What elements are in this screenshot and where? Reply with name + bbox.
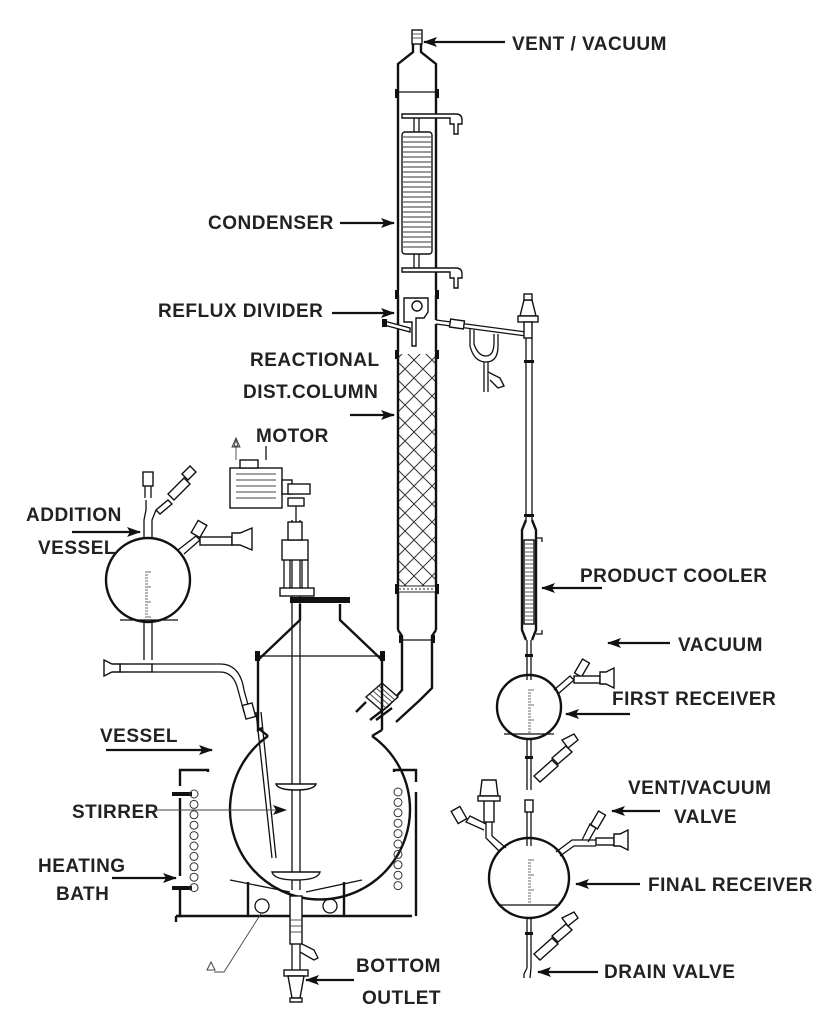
label-text-addition-vessel: VESSEL xyxy=(38,538,116,559)
column-assembly xyxy=(355,29,463,723)
label-vacuum: VACUUM xyxy=(607,635,763,656)
packed-column xyxy=(395,354,439,630)
label-motor: MOTOR xyxy=(256,426,329,447)
label-vent-vacuum: VENT / VACUUM xyxy=(423,34,667,55)
first-receiver xyxy=(495,658,615,813)
column-head xyxy=(396,44,438,94)
label-vent-vacuum-valve: VENT/VACUUM VALVE xyxy=(611,778,771,828)
addition-vessel xyxy=(103,465,257,720)
label-reflux-divider: REFLUX DIVIDER xyxy=(158,301,395,322)
label-text-reflux-divider: REFLUX DIVIDER xyxy=(158,301,323,322)
label-text-first-receiver: FIRST RECEIVER xyxy=(612,689,776,710)
label-text-motor: MOTOR xyxy=(256,426,329,447)
label-condenser: CONDENSER xyxy=(208,213,395,234)
label-text-outlet: OUTLET xyxy=(362,988,441,1009)
label-text-dist-column: DIST.COLUMN xyxy=(243,382,378,403)
final-receiver xyxy=(450,779,629,979)
label-addition-vessel: ADDITION VESSEL xyxy=(26,505,141,559)
label-heating-bath: HEATING BATH xyxy=(38,856,177,905)
label-reactional-column: REACTIONAL DIST.COLUMN xyxy=(243,350,395,420)
vent-fitting xyxy=(411,29,423,45)
label-text-condenser: CONDENSER xyxy=(208,213,334,234)
label-text-final-receiver: FINAL RECEIVER xyxy=(648,875,813,896)
label-text-bottom: BOTTOM xyxy=(356,956,441,977)
motor xyxy=(229,436,311,509)
label-bottom-outlet: BOTTOM OUTLET xyxy=(305,956,441,1009)
reflux-divider xyxy=(382,295,438,352)
product-cooler xyxy=(520,519,543,680)
label-drain-valve: DRAIN VALVE xyxy=(537,962,735,983)
label-text-vent-vacuum: VENT / VACUUM xyxy=(512,34,667,55)
distillate-line xyxy=(435,293,539,520)
label-product-cooler: PRODUCT COOLER xyxy=(541,566,768,593)
label-first-receiver: FIRST RECEIVER xyxy=(565,689,776,719)
bottom-outlet-valve xyxy=(283,895,319,1003)
label-text-bath: BATH xyxy=(56,884,109,905)
reaction-vessel xyxy=(228,497,412,901)
label-text-reactional: REACTIONAL xyxy=(250,350,380,371)
label-stirrer: STIRRER xyxy=(72,802,287,823)
label-text-vent-vacuum-valve: VENT/VACUUM xyxy=(628,778,771,799)
label-text-vessel: VESSEL xyxy=(100,726,178,747)
label-text-valve: VALVE xyxy=(674,807,737,828)
label-text-vacuum: VACUUM xyxy=(678,635,763,656)
label-text-drain-valve: DRAIN VALVE xyxy=(604,962,735,983)
addition-valve-top xyxy=(154,465,197,515)
label-vessel: VESSEL xyxy=(100,726,213,755)
label-text-heating: HEATING xyxy=(38,856,126,877)
condenser xyxy=(396,94,463,290)
label-text-addition: ADDITION xyxy=(26,505,122,526)
label-text-product-cooler: PRODUCT COOLER xyxy=(580,566,768,587)
stirrer xyxy=(271,497,321,890)
label-text-stirrer: STIRRER xyxy=(72,802,159,823)
label-final-receiver: FINAL RECEIVER xyxy=(575,875,813,896)
